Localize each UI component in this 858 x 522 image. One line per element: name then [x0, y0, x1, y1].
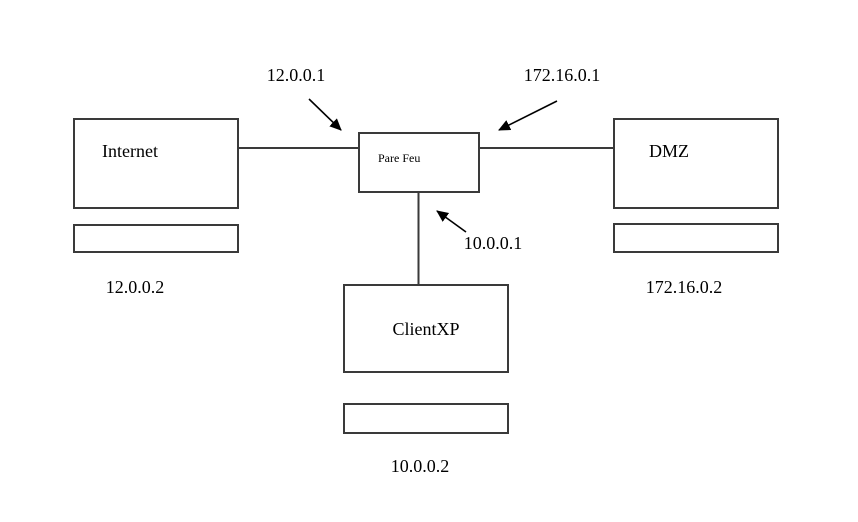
firewall-node-label: Pare Feu [378, 151, 421, 165]
firewall-lan-ip-label: 10.0.0.1 [463, 233, 523, 253]
internet-host-ip-label: 12.0.0.2 [105, 277, 165, 297]
clientxp-node-label: ClientXP [392, 318, 460, 339]
arrow-wan-interface [308, 98, 342, 131]
internet-node: Internet [73, 118, 239, 209]
clientxp-node: ClientXP [343, 284, 509, 373]
clientxp-address-box [343, 403, 509, 434]
dmz-host-ip-label: 172.16.0.2 [645, 277, 723, 297]
internet-node-label: Internet [102, 141, 158, 161]
arrow-dmz-interface [498, 100, 558, 131]
dmz-node: DMZ [613, 118, 779, 209]
firewall-wan-ip-label: 12.0.0.1 [266, 65, 326, 85]
dmz-node-label: DMZ [649, 141, 689, 161]
firewall-node: Pare Feu [358, 132, 480, 193]
internet-address-box [73, 224, 239, 253]
arrow-lan-interface [436, 210, 467, 233]
dmz-address-box [613, 223, 779, 253]
firewall-dmz-ip-label: 172.16.0.1 [523, 65, 601, 85]
clientxp-host-ip-label: 10.0.0.2 [390, 456, 450, 476]
